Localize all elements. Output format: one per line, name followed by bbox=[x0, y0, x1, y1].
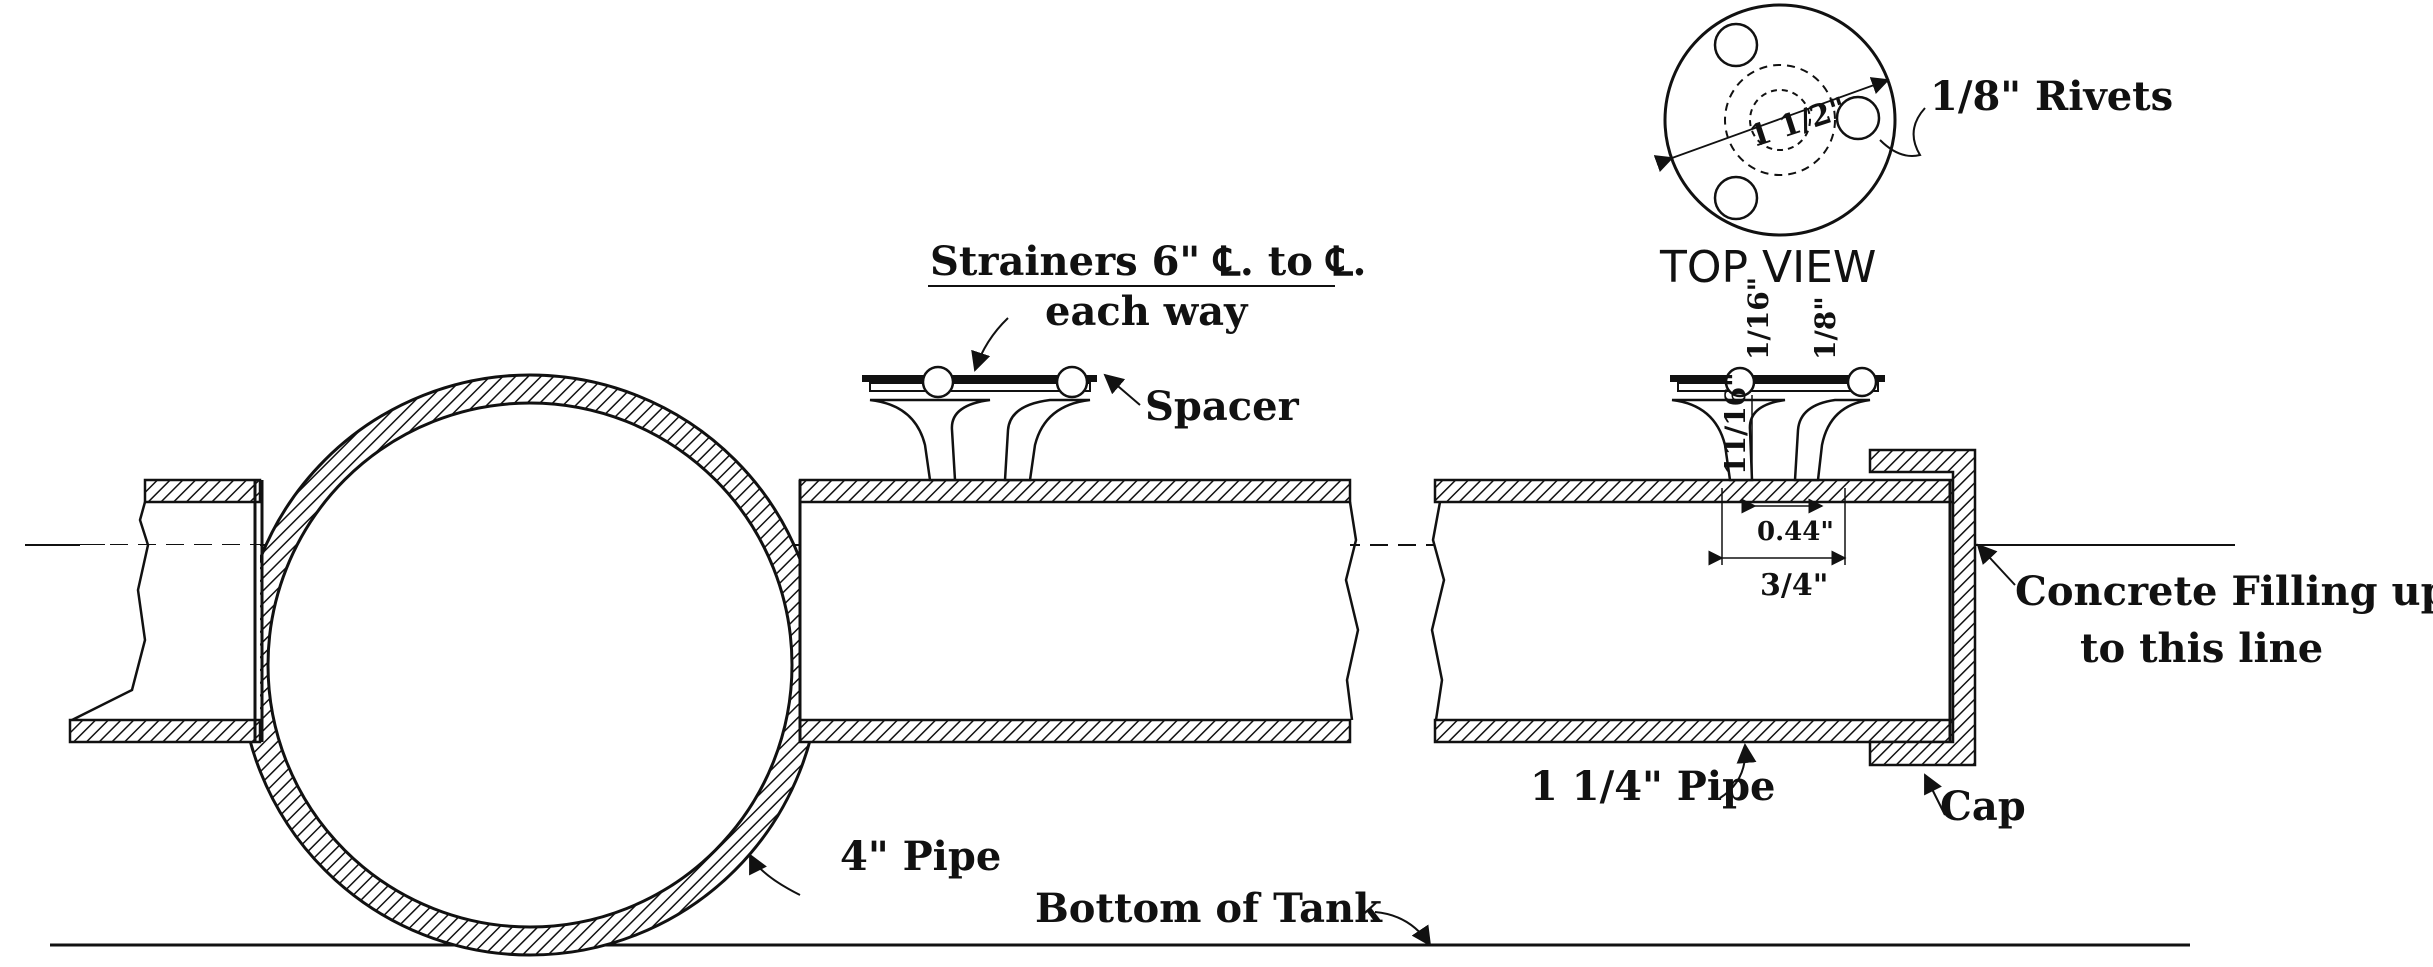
top-view-diagram bbox=[1653, 3, 1926, 237]
dim-1-8: 1/8" bbox=[1809, 296, 1842, 360]
concrete-label-line1: Concrete Filling up bbox=[2015, 568, 2433, 615]
four-inch-pipe bbox=[238, 373, 822, 957]
leader-lines bbox=[749, 317, 2016, 947]
pipe-small-label: 1 1/4" Pipe bbox=[1530, 763, 1776, 810]
cap bbox=[1868, 448, 1977, 767]
dim-1-16: 1/16" bbox=[1742, 277, 1775, 360]
dim-11-16: 11/16" bbox=[1719, 372, 1752, 475]
cap-label: Cap bbox=[1940, 783, 2026, 830]
top-view-label: TOP VIEW bbox=[1659, 242, 1876, 293]
strainer-left bbox=[862, 365, 1097, 482]
right-pipe bbox=[1430, 478, 1957, 744]
middle-pipe bbox=[798, 478, 1360, 744]
tank-bottom-label: Bottom of Tank bbox=[1035, 885, 1383, 932]
spacer-label: Spacer bbox=[1145, 383, 1300, 430]
pipe-large-label: 4" Pipe bbox=[840, 833, 1001, 880]
strainer-right bbox=[1670, 366, 1885, 482]
dimension-lines bbox=[1708, 395, 1847, 566]
concrete-label-line2: to this line bbox=[2080, 625, 2323, 672]
dim-3-4: 3/4" bbox=[1760, 568, 1828, 603]
strainers-label-line2: each way bbox=[1045, 288, 1249, 335]
rivets-label: 1/8" Rivets bbox=[1930, 73, 2173, 120]
strainers-label-line1: Strainers 6" ℄. to ℄. bbox=[930, 238, 1366, 285]
left-pipe-stub bbox=[68, 478, 264, 744]
dim-0-44: 0.44" bbox=[1757, 517, 1834, 547]
